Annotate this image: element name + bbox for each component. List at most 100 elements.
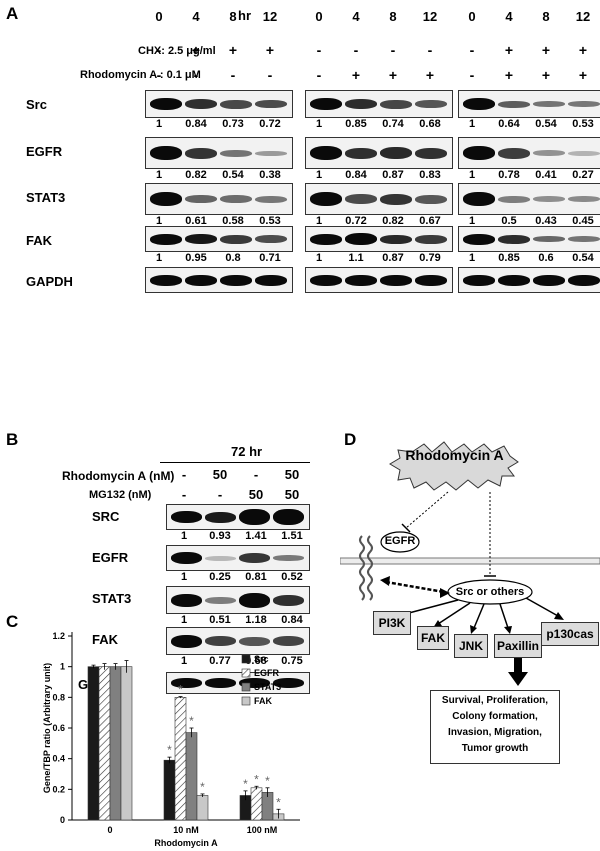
blot-stat3 — [145, 183, 293, 215]
bar-egfr — [98, 666, 111, 821]
bar-egfr — [250, 787, 263, 821]
chx-sign: - — [390, 42, 396, 58]
band — [568, 151, 600, 156]
significance-marker: * — [178, 683, 183, 697]
quant-value: 0.85 — [498, 252, 520, 264]
row-label-src: Src — [26, 97, 47, 112]
band — [498, 235, 530, 244]
band — [150, 192, 182, 206]
x-tick-label: 10 nM — [173, 825, 199, 835]
quant-value: 0.87 — [382, 252, 404, 264]
rhodomycin-sign: - — [230, 67, 236, 83]
band — [171, 635, 202, 648]
quant-value: 0.93 — [209, 530, 231, 542]
band — [345, 233, 377, 245]
rhodomycin-nm-value: - — [253, 467, 259, 482]
quant-value: 0.43 — [535, 215, 557, 227]
band — [533, 196, 565, 202]
quant-value: 1 — [180, 571, 188, 583]
band — [310, 98, 342, 110]
time-point: 4 — [505, 9, 513, 24]
y-tick-label: 0 — [60, 815, 65, 825]
quant-value: 0.84 — [345, 169, 367, 181]
band — [171, 511, 202, 523]
row-label-stat3: STAT3 — [92, 591, 132, 606]
quant-value: 1 — [180, 530, 188, 542]
band — [255, 235, 287, 243]
blot-src — [166, 504, 310, 530]
blot-egfr — [166, 545, 310, 571]
band — [185, 148, 217, 159]
panel-b-letter: B — [6, 430, 19, 449]
x-axis-label: Rhodomycin A — [154, 838, 218, 848]
quant-value: 1.51 — [281, 530, 303, 542]
fak-box: FAK — [417, 626, 449, 650]
band — [205, 512, 236, 523]
blot-gapdh — [458, 267, 600, 293]
quant-value: 0.54 — [222, 169, 244, 181]
bar-src — [87, 666, 100, 821]
quant-value: 0.85 — [345, 118, 367, 130]
band — [185, 99, 217, 109]
pi3k-box: PI3K — [373, 611, 411, 635]
blot-gapdh — [145, 267, 293, 293]
significance-marker: * — [243, 777, 248, 791]
band — [239, 637, 270, 646]
band — [498, 275, 530, 286]
quant-value: 0.68 — [245, 655, 267, 667]
quant-value: 0.54 — [572, 252, 594, 264]
quant-value: 0.52 — [281, 571, 303, 583]
mg132-label: MG132 (nM) — [89, 489, 152, 501]
band — [345, 99, 377, 109]
rhodomycin-nm-value: - — [181, 467, 187, 482]
blot-fak — [305, 226, 453, 252]
band — [415, 148, 447, 159]
row-label-egfr: EGFR — [92, 550, 129, 565]
quant-value: 0.74 — [382, 118, 404, 130]
quant-value: 0.53 — [259, 215, 281, 227]
band — [185, 234, 217, 244]
band — [239, 553, 270, 563]
significance-marker: * — [265, 774, 270, 788]
y-axis-label: Gene/TBP ratio (Arbitrary unit) — [42, 663, 52, 793]
band — [380, 100, 412, 109]
quant-value: 0.82 — [382, 215, 404, 227]
blot-stat3 — [305, 183, 453, 215]
row-label-egfr: EGFR — [26, 144, 63, 159]
band — [345, 148, 377, 159]
legend-swatch-fak — [241, 696, 251, 706]
bar-fak — [120, 666, 133, 821]
quant-value: 0.54 — [535, 118, 557, 130]
blot-egfr — [145, 137, 293, 169]
band — [220, 100, 252, 109]
time-point: 8 — [542, 9, 550, 24]
band — [310, 275, 342, 286]
rhodomycin-nm-label: Rhodomycin A (nM) — [62, 469, 175, 483]
blot-stat3 — [458, 183, 600, 215]
significance-marker: * — [189, 714, 194, 728]
quant-value: 0.6 — [538, 252, 554, 264]
significance-marker: * — [167, 743, 172, 757]
time-point: 0 — [315, 9, 323, 24]
band — [568, 275, 600, 286]
y-tick-label: 1.2 — [52, 631, 65, 641]
legend-label-fak: FAK — [254, 696, 273, 706]
band — [463, 275, 495, 286]
band — [205, 597, 236, 604]
band — [171, 678, 202, 688]
band — [533, 275, 565, 286]
rhodomycin-sign: + — [425, 67, 435, 83]
quant-value: 1 — [468, 215, 476, 227]
quant-value: 0.51 — [209, 614, 231, 626]
egfr-node-label: EGFR — [384, 535, 416, 547]
quant-value: 1 — [468, 118, 476, 130]
legend-label-src: Src — [254, 654, 269, 664]
band — [498, 196, 530, 203]
band — [220, 275, 252, 286]
band — [220, 195, 252, 203]
panel-d-letter: D — [344, 430, 357, 449]
band — [533, 236, 565, 242]
band — [205, 678, 236, 688]
blot-src — [458, 90, 600, 118]
band — [533, 101, 565, 107]
